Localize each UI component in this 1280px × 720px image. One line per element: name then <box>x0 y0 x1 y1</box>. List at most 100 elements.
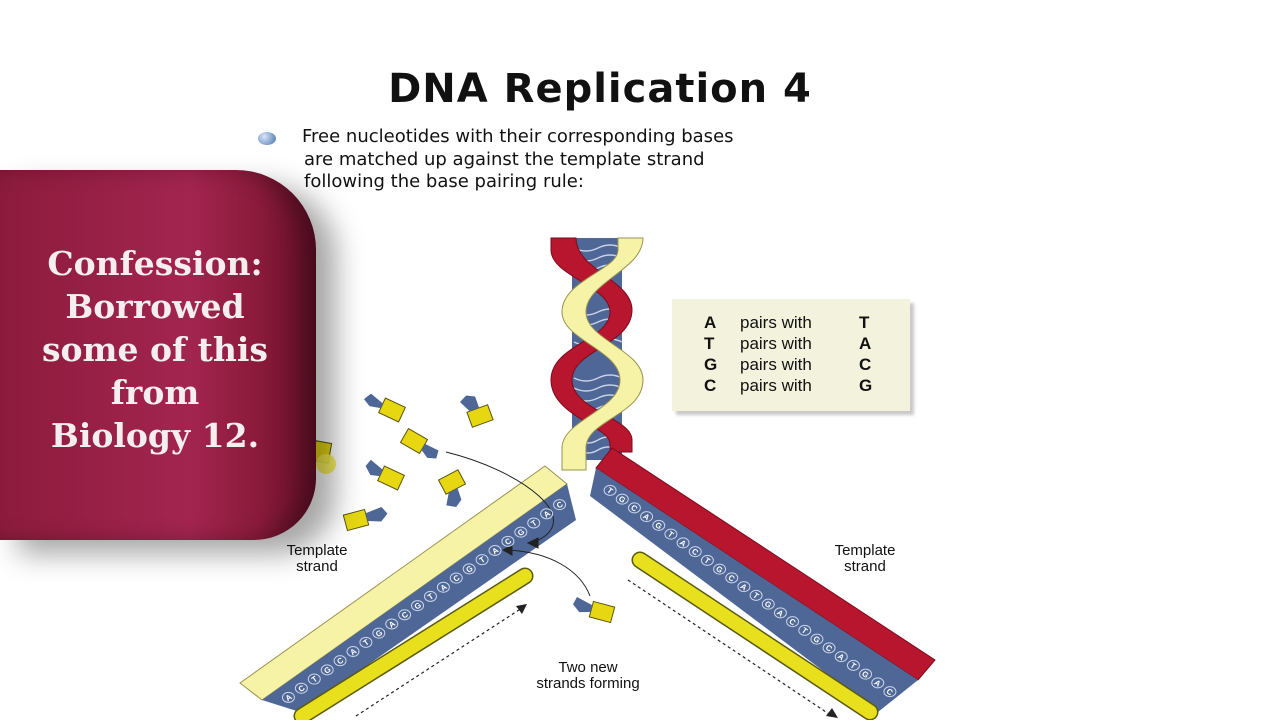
base-outline <box>761 598 775 610</box>
base-letter: C <box>555 500 565 511</box>
base-letter: T <box>751 591 760 601</box>
base-outline <box>834 651 848 663</box>
base-outline <box>713 563 727 575</box>
base-letter: C <box>503 536 513 547</box>
label-line: Template <box>834 542 896 559</box>
base-letter: T <box>702 556 711 566</box>
base-outline <box>786 616 800 628</box>
base-outline <box>749 589 763 601</box>
partner-base: G <box>859 376 873 395</box>
label-line: strands forming <box>536 675 640 692</box>
base: A <box>704 313 717 332</box>
bullet-icon <box>258 132 276 145</box>
base-outline <box>307 673 321 685</box>
base-outline <box>346 646 360 657</box>
base-outline <box>294 682 308 694</box>
base-letter: A <box>387 619 397 630</box>
label-line: strand <box>296 558 338 575</box>
base-outline <box>822 642 836 654</box>
confession-text: Confession: Borrowed some of this from B… <box>10 242 300 457</box>
bullet-line-2: are matched up against the template stra… <box>304 148 705 170</box>
pairing-row: A pairs with T <box>672 313 910 334</box>
label-line: Template <box>286 542 348 559</box>
base-outline <box>423 590 437 602</box>
base-outline <box>449 572 463 584</box>
partner-base: T <box>859 313 870 332</box>
base-letter: G <box>464 564 474 575</box>
slide-title: DNA Replication 4 <box>388 66 812 112</box>
confession-line: Confession: <box>47 244 263 283</box>
base-letter: C <box>824 643 834 654</box>
base-outline <box>615 493 629 505</box>
label-template-strand-right: Template strand <box>810 543 920 575</box>
confession-line: Biology 12. <box>50 416 260 455</box>
free-nucleotides <box>311 393 616 624</box>
partner-base: C <box>859 355 872 374</box>
base-letter: G <box>860 669 870 680</box>
base-outline <box>871 677 885 689</box>
base-outline <box>640 511 654 523</box>
base-outline <box>725 572 739 584</box>
pair-text: pairs with <box>740 376 812 395</box>
base-letter: C <box>452 573 462 584</box>
label-template-strand-left: Template strand <box>262 543 372 575</box>
base-letter: A <box>739 582 749 593</box>
base-outline <box>688 546 702 558</box>
base-letter: T <box>800 626 809 636</box>
label-new-strands: Two new strands forming <box>498 660 678 692</box>
base-outline <box>700 554 714 566</box>
confession-line: Borrowed <box>65 287 245 326</box>
base: C <box>704 376 717 395</box>
confession-line: some of this <box>41 330 269 369</box>
base-letter: A <box>836 652 846 663</box>
base-outline <box>859 668 873 680</box>
base-letter: A <box>542 509 552 520</box>
base-letter: C <box>335 656 345 667</box>
base-outline <box>798 624 812 636</box>
base-letter: T <box>605 486 614 496</box>
pair-text: pairs with <box>740 355 812 374</box>
base-outline <box>475 554 489 566</box>
base-outline <box>676 537 690 549</box>
base-letter: A <box>872 678 882 689</box>
base-letter: G <box>617 494 627 505</box>
base-letter: T <box>426 592 435 602</box>
base-letter: A <box>678 538 688 549</box>
base: T <box>704 334 715 353</box>
base-letter: G <box>374 628 384 639</box>
base-outline <box>436 581 450 593</box>
direction-arrows <box>355 579 833 717</box>
nucleotide-arrows <box>445 451 591 597</box>
base-letter: C <box>787 617 797 628</box>
base-outline <box>514 526 528 538</box>
base-letter: T <box>848 661 857 671</box>
base-letter: T <box>362 638 371 648</box>
base-letter: C <box>690 547 700 558</box>
base-outline <box>627 502 641 514</box>
base-letter: G <box>714 564 724 575</box>
left-template-strand <box>239 465 576 712</box>
base-letter: A <box>490 545 500 556</box>
partner-base: A <box>859 334 872 353</box>
bullet-line-1: Free nucleotides with their correspondin… <box>302 126 734 147</box>
base-outline <box>652 519 666 531</box>
base-letter: A <box>641 512 651 523</box>
base-letter: T <box>478 555 487 565</box>
base-letter: G <box>763 599 773 610</box>
base-outline <box>501 535 515 547</box>
base-outline <box>603 484 617 496</box>
base-letter: A <box>348 646 358 657</box>
base-letter: T <box>666 529 675 539</box>
base-outline <box>385 618 399 630</box>
base-outline <box>333 655 347 667</box>
base-letter: G <box>516 527 526 538</box>
base-letter: A <box>439 582 449 593</box>
bullet-text: Free nucleotides with their correspondin… <box>302 126 922 194</box>
base: G <box>704 355 718 374</box>
base-outline <box>411 600 425 612</box>
base-letter: G <box>322 665 332 676</box>
pair-text: pairs with <box>740 334 812 353</box>
base-pairing-table: A pairs with T T pairs with A G pairs wi… <box>672 299 910 411</box>
